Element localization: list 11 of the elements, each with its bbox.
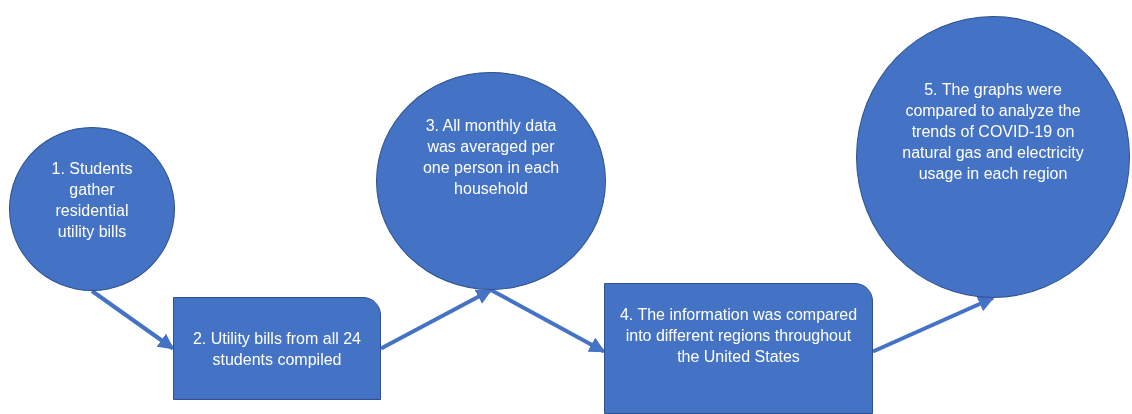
arrow [872, 296, 995, 354]
step-text: 3. All monthly data was averaged per one person in each household [421, 116, 561, 199]
step-box [173, 297, 381, 400]
step-text: 5. The graphs were compared to analyze the trends of COVID-19 on natural gas and electricity usage in each region [901, 80, 1085, 184]
step-text: 2. Utility bills from all 24 students compiled [191, 329, 362, 370]
step-text: 1. Students gather residential utility bills [50, 159, 134, 242]
arrow [490, 288, 606, 354]
arrow [90, 289, 175, 351]
arrow [380, 288, 493, 351]
step-text: 4. The information was compared into different regions throughout the United States [618, 305, 859, 367]
step-box [604, 283, 873, 414]
